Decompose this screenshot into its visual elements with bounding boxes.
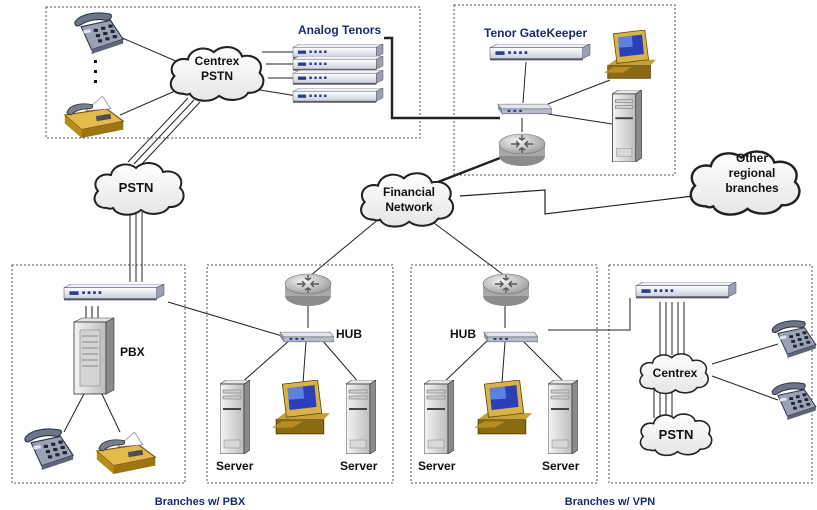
svg-text:Centrex: Centrex — [195, 54, 240, 68]
router-icon — [284, 273, 332, 307]
region-branches-vpn-2 — [608, 264, 813, 484]
caption-branches-vpn: Branches w/ VPN — [565, 496, 656, 508]
fax-icon — [64, 95, 124, 138]
gatekeeper-device — [489, 44, 591, 61]
pbx-cabinet — [73, 317, 115, 395]
router-icon — [498, 133, 546, 167]
region-branches-pbx-1 — [11, 264, 186, 484]
svg-text:Financial: Financial — [383, 185, 435, 199]
server-tower-icon — [424, 380, 454, 454]
server-tower-icon — [612, 90, 642, 162]
hub-device — [483, 331, 538, 343]
router-icon — [482, 273, 530, 307]
svg-text:regional: regional — [729, 166, 776, 180]
region-boxes — [11, 4, 813, 484]
phone-icon — [771, 320, 817, 358]
region-analog-tenors — [45, 6, 421, 139]
tenor-device-pbx — [63, 284, 165, 301]
financial-network-cloud: Financial Network — [359, 172, 455, 228]
computer-icon — [272, 380, 330, 435]
region-branches-vpn-1 — [410, 264, 598, 484]
phone-icon — [24, 428, 74, 470]
svg-text:PSTN: PSTN — [659, 427, 694, 442]
server-tower-icon — [548, 380, 578, 454]
pstn-cloud-left: PSTN — [93, 162, 185, 216]
pbx-label: PBX — [120, 345, 145, 359]
centrex-cloud-right: Centrex — [638, 352, 710, 395]
computer-icon — [474, 380, 532, 435]
server-label: Server — [418, 459, 456, 473]
server-label: Server — [340, 459, 378, 473]
phone-icon — [74, 12, 124, 54]
tenor-gatekeeper-label: Tenor GateKeeper — [484, 26, 587, 40]
phone-icon — [771, 382, 817, 420]
connection-lines — [63, 36, 779, 433]
hub-label: HUB — [450, 327, 476, 341]
svg-text:branches: branches — [725, 181, 779, 195]
analog-tenor-device — [292, 70, 384, 86]
tenor-device-vpn — [635, 282, 737, 299]
region-branches-pbx-2 — [206, 264, 394, 484]
ellipsis-dots — [94, 60, 97, 83]
analog-tenor-device — [292, 56, 384, 72]
svg-text:PSTN: PSTN — [119, 180, 154, 195]
region-gatekeeper — [453, 4, 676, 176]
server-tower-icon — [220, 380, 250, 454]
hub-label: HUB — [336, 327, 362, 341]
hub-device — [497, 103, 552, 115]
analog-tenors-label: Analog Tenors — [298, 23, 381, 37]
other-regional-branches-cloud: Other regional branches — [689, 150, 801, 216]
server-tower-icon — [346, 380, 376, 454]
server-label: Server — [216, 459, 254, 473]
svg-text:Centrex: Centrex — [653, 366, 698, 380]
caption-branches-pbx: Branches w/ PBX — [155, 496, 246, 508]
svg-text:Other: Other — [736, 151, 768, 165]
analog-tenor-device — [292, 88, 384, 104]
fax-icon — [96, 431, 156, 474]
svg-text:PSTN: PSTN — [201, 69, 233, 83]
computer-icon — [604, 30, 656, 79]
pstn-cloud-right: PSTN — [639, 413, 713, 457]
centrex-pstn-cloud: Centrex PSTN — [169, 45, 265, 102]
hub-device — [279, 331, 334, 343]
svg-text:Network: Network — [385, 200, 433, 214]
server-label: Server — [542, 459, 580, 473]
